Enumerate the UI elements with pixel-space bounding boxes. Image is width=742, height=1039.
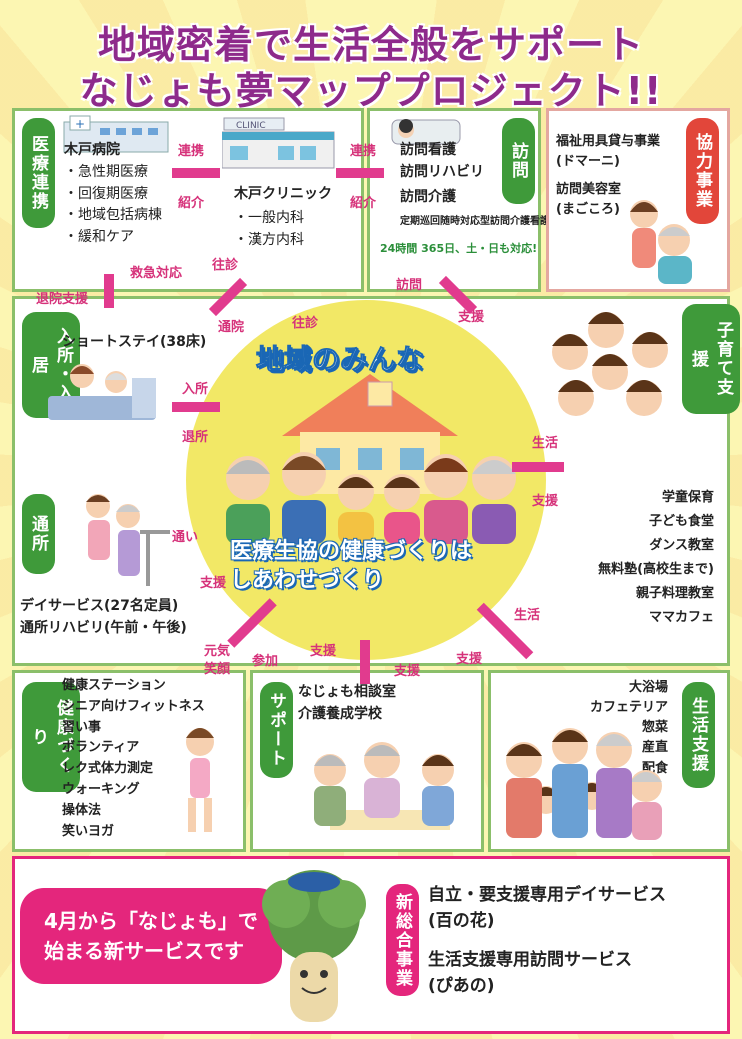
residence-text: ショートステイ(38床) — [62, 334, 207, 350]
label-renkei2: 連携 — [350, 144, 377, 159]
clinic-name: 木戸クリニック — [234, 186, 332, 202]
cooperation-tag: 協力事業 — [686, 118, 719, 224]
main-title-line2: なじょも夢マッププロジェクト!! — [79, 69, 663, 113]
center-top-label: 地域のみんな — [255, 342, 425, 376]
bed-illustration — [48, 364, 156, 420]
label-seikatsu2: 生活 — [514, 608, 541, 623]
arrow-residence — [172, 402, 220, 412]
new-services-list: 自立・要支援専用デイサービス(百の花) 生活支援専用訪問サービス(ぴあの) — [428, 885, 666, 997]
new-services-tag: 新総合事業 — [386, 884, 419, 996]
label-houmon: 訪問 — [396, 278, 423, 293]
family-illustration — [226, 452, 516, 544]
community-group-illustration — [506, 728, 662, 840]
arrow-hospital-clinic — [172, 168, 220, 178]
support-tag: サポート — [260, 682, 293, 778]
life-items: 大浴場カフェテリア惣菜 産直配食 — [589, 680, 668, 776]
support-items: なじょも相談室介護養成学校 — [298, 684, 396, 722]
dancer-illustration — [186, 728, 214, 832]
clinic-icon: CLINIC — [222, 117, 335, 169]
arrow-medical-down — [104, 274, 114, 308]
child-items: 学童保育子ども食堂ダンス教室 無料塾(高校生まで)親子料理教室ママカフェ — [598, 490, 714, 626]
hospital-name: 木戸病院 — [64, 142, 120, 158]
day-items: デイサービス(27名定員)通所リハビリ(午前・午後) — [20, 598, 187, 636]
center-bottom-label: 医療生協の健康づくりはしあわせづくり — [230, 539, 473, 593]
label-oushin1: 往診 — [212, 258, 239, 273]
cooperation-items: 福祉用具貸与事業(ドマーニ) 訪問美容室(まごころ) — [556, 134, 661, 218]
label-taiin: 退院支援 — [36, 292, 89, 307]
hospital-items: ・急性期医療・回復期医療 ・地域包括病棟・緩和ケア — [64, 164, 162, 246]
visit-extra: 定期巡回随時対応型訪問介護看護 — [400, 216, 550, 227]
arrow-clinic-visit — [336, 168, 384, 178]
health-items: 健康ステーションシニア向けフィットネス習い事 ボランティアレク式体力測定ウォーキ… — [62, 678, 205, 839]
label-shien3: 支援 — [200, 576, 227, 591]
main-title-line1: 地域密着で生活全般をサポート — [97, 23, 644, 67]
label-shokai1: 紹介 — [178, 196, 205, 211]
label-nyusho: 入所 — [182, 382, 209, 397]
visit-hours: 24時間 365日、土・日も対応! — [380, 242, 538, 255]
arrow-child — [512, 462, 564, 472]
visit-items: 訪問看護訪問リハビリ訪問介護 — [400, 142, 484, 206]
medical-tag: 医療連携 — [22, 118, 55, 228]
child-tag: 子育て支援 — [682, 304, 740, 414]
label-kyukyu: 救急対応 — [130, 266, 183, 281]
clinic-items: ・一般内科・漢方内科 — [234, 210, 304, 248]
nurse-car-icon — [391, 119, 461, 145]
label-shien1: 支援 — [458, 310, 485, 325]
hospital-icon: + — [63, 115, 169, 153]
beautician-illustration — [630, 200, 692, 284]
label-shien6: 支援 — [456, 652, 483, 667]
label-shien4: 支援 — [310, 644, 337, 659]
label-shien5: 支援 — [394, 664, 421, 679]
label-seikatsu1: 生活 — [532, 436, 559, 451]
label-renkei1: 連携 — [178, 144, 205, 159]
label-genki: 元気 — [204, 644, 231, 659]
consultation-illustration — [314, 742, 454, 830]
rehab-illustration — [86, 494, 170, 586]
new-services-bubble: 4月から「なじょも」で始まる新サービスです — [20, 888, 282, 984]
mascot-tree-icon — [262, 870, 366, 1022]
health-tag: 健康づくり — [22, 682, 80, 792]
label-taisho: 退所 — [182, 430, 209, 445]
children-illustration — [552, 312, 668, 416]
label-tsuuin: 通院 — [218, 320, 245, 335]
label-shokai2: 紹介 — [350, 196, 377, 211]
label-shien2: 支援 — [532, 494, 559, 509]
label-kayoi: 通い — [172, 530, 199, 545]
visit-tag: 訪問 — [502, 118, 535, 204]
clinic-sign: CLINIC — [236, 121, 266, 131]
arrow-support — [360, 640, 370, 684]
svg-text:+: + — [75, 117, 85, 131]
label-sanka: 参加 — [252, 654, 279, 669]
day-tag: 通所 — [22, 494, 55, 574]
label-egao: 笑顔 — [204, 662, 231, 677]
label-oushin2: 往診 — [292, 316, 319, 331]
life-tag: 生活支援 — [682, 682, 715, 788]
